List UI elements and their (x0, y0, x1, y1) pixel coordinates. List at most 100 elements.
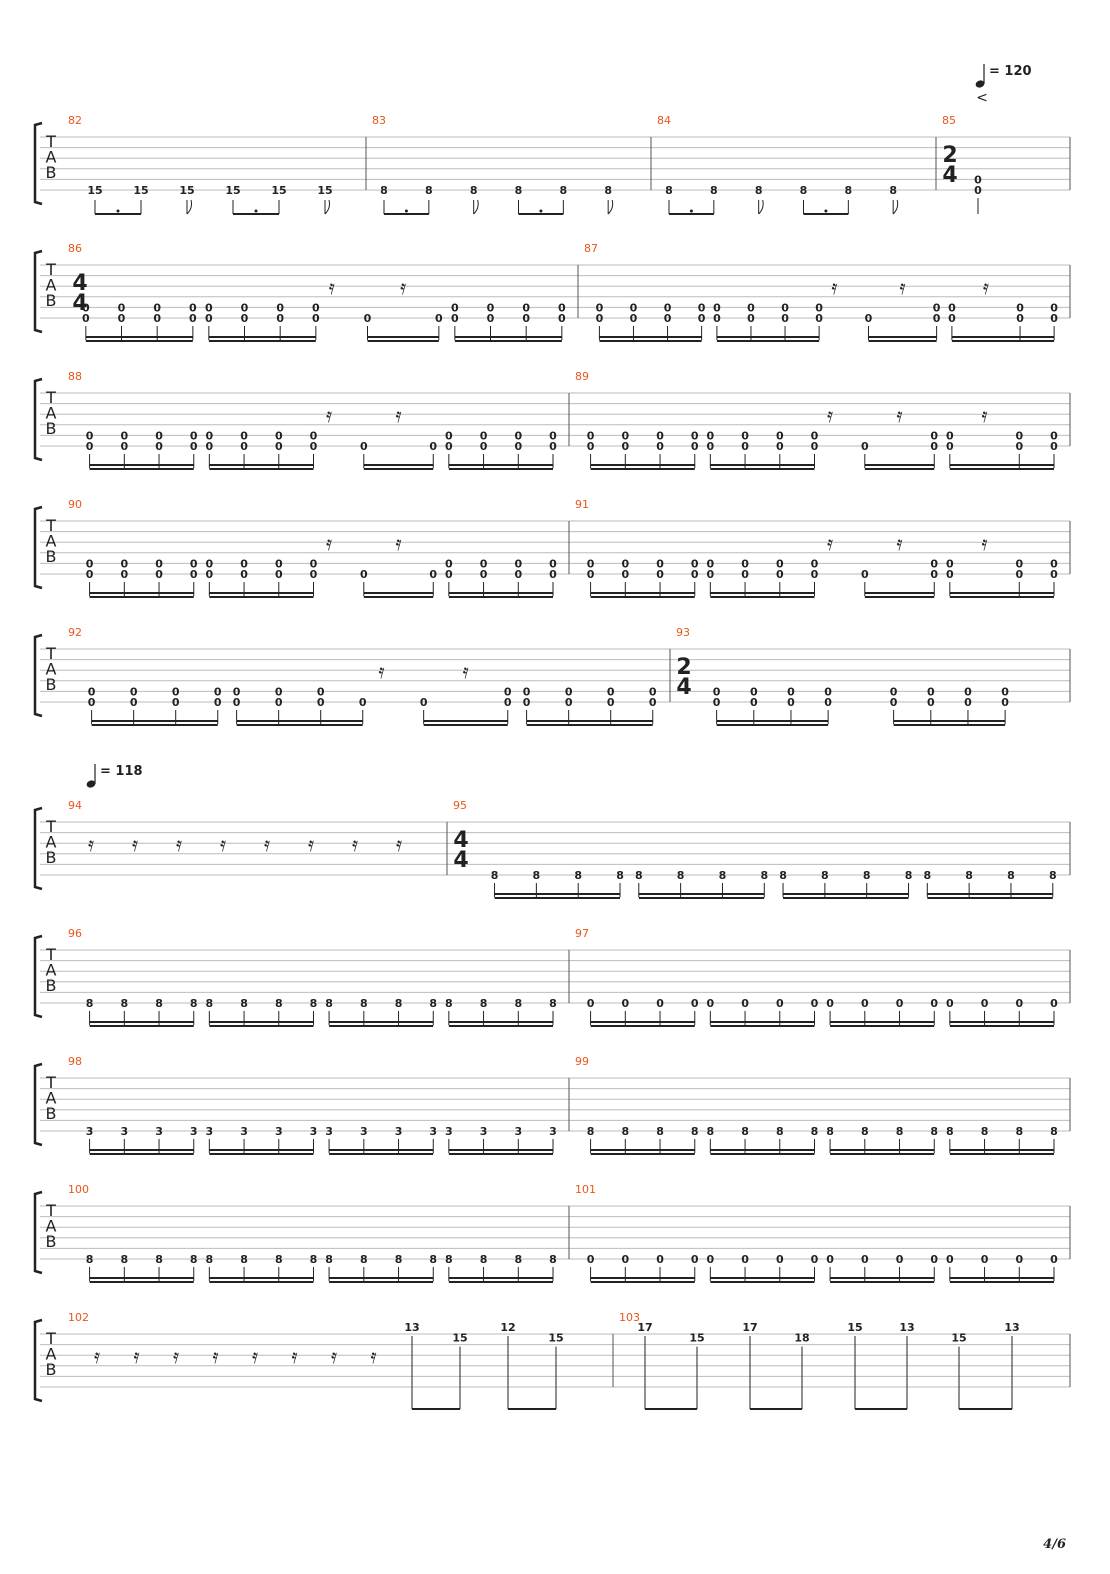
fret-number: 0 (310, 429, 318, 442)
fret-number: 0 (698, 301, 706, 314)
fret-number: 0 (1050, 429, 1058, 442)
dot (539, 209, 543, 213)
fret-number: 3 (395, 1125, 403, 1138)
fret-number: 0 (153, 301, 161, 314)
fret-number: 0 (317, 696, 325, 709)
fret-number: 3 (310, 1125, 318, 1138)
fret-number: 0 (587, 1253, 595, 1266)
fret-number: 8 (429, 997, 437, 1010)
fret-number: 0 (664, 301, 672, 314)
rest-symbol: 𝄿 (132, 832, 138, 856)
fret-number: 0 (741, 1253, 749, 1266)
time-signature-bottom: 4 (72, 291, 87, 316)
system-bracket (33, 1190, 43, 1275)
fret-number: 13 (404, 1321, 419, 1334)
fret-number: 0 (981, 1253, 989, 1266)
fret-number: 0 (811, 557, 819, 570)
fret-number: 0 (172, 696, 180, 709)
fret-number: 0 (861, 568, 869, 581)
rest-symbol: 𝄿 (329, 275, 335, 299)
fret-number: 0 (946, 997, 954, 1010)
fret-number: 0 (946, 440, 954, 453)
fret-number: 0 (1015, 568, 1023, 581)
fret-number: 0 (607, 696, 615, 709)
fret-number: 0 (587, 568, 595, 581)
measure-number: 89 (575, 370, 589, 383)
fret-number: 0 (241, 301, 249, 314)
fret-number: 0 (88, 685, 96, 698)
tab-clef-letter: B (46, 675, 57, 694)
fret-number: 8 (445, 997, 453, 1010)
tempo-value: = 120 (989, 64, 1032, 79)
rest-symbol: 𝄿 (326, 531, 332, 555)
fret-number: 15 (951, 1332, 966, 1345)
rest-symbol: 𝄿 (396, 832, 402, 856)
tab-clef-letter: B (46, 1232, 57, 1251)
measure-number: 92 (68, 626, 82, 639)
fret-number: 0 (1001, 696, 1009, 709)
fret-number: 0 (275, 429, 283, 442)
fret-number: 8 (514, 997, 522, 1010)
system-bracket (33, 121, 43, 206)
measure-number: 96 (68, 927, 82, 940)
rest-symbol: 𝄿 (831, 275, 837, 299)
fret-number: 0 (118, 301, 126, 314)
fret-number: 0 (946, 568, 954, 581)
fret-number: 8 (514, 1253, 522, 1266)
tab-clef-letter: B (46, 419, 57, 438)
fret-number: 0 (861, 1253, 869, 1266)
fret-number: 0 (82, 312, 90, 325)
tab-clef-letter: A (46, 961, 57, 980)
fret-number: 0 (565, 685, 573, 698)
measure-number: 102 (68, 1311, 89, 1324)
fret-number: 0 (1050, 568, 1058, 581)
fret-number: 0 (587, 997, 595, 1010)
fret-number: 0 (514, 440, 522, 453)
fret-number: 0 (656, 568, 664, 581)
fret-number: 0 (451, 312, 459, 325)
time-signature-top: 2 (942, 143, 957, 168)
fret-number: 0 (214, 685, 222, 698)
fret-number: 0 (155, 429, 163, 442)
fret-number: 15 (317, 184, 332, 197)
fret-number: 0 (360, 568, 368, 581)
fret-number: 3 (86, 1125, 94, 1138)
fret-number: 0 (1015, 557, 1023, 570)
rest-symbol: 𝄿 (291, 1344, 297, 1368)
fret-number: 0 (312, 312, 320, 325)
fret-number: 8 (240, 997, 248, 1010)
fret-number: 0 (713, 696, 721, 709)
fret-number: 0 (747, 312, 755, 325)
fret-number: 8 (574, 869, 582, 882)
fret-number: 0 (930, 997, 938, 1010)
tab-system: TAB900000000000000000𝄿0𝄿0000000009100000… (33, 498, 1071, 598)
fret-number: 0 (565, 696, 573, 709)
fret-number: 0 (930, 440, 938, 453)
fret-number: 0 (120, 429, 128, 442)
fret-number: 8 (930, 1125, 938, 1138)
rest-symbol: 𝄿 (352, 832, 358, 856)
fret-number: 0 (1015, 1253, 1023, 1266)
rest-symbol: 𝄿 (896, 403, 902, 427)
fret-number: 0 (240, 557, 248, 570)
measure-number: 99 (575, 1055, 589, 1068)
fret-number: 0 (781, 301, 789, 314)
fret-number: 0 (811, 997, 819, 1010)
fret-number: 0 (649, 696, 657, 709)
crescendo-mark: < (976, 90, 988, 106)
fret-number: 0 (587, 429, 595, 442)
fret-number: 8 (710, 184, 718, 197)
fret-number: 8 (425, 184, 433, 197)
fret-number: 0 (445, 557, 453, 570)
tab-clef-letter: T (45, 260, 56, 279)
fret-number: 0 (930, 568, 938, 581)
rest-symbol: 𝄿 (308, 832, 314, 856)
